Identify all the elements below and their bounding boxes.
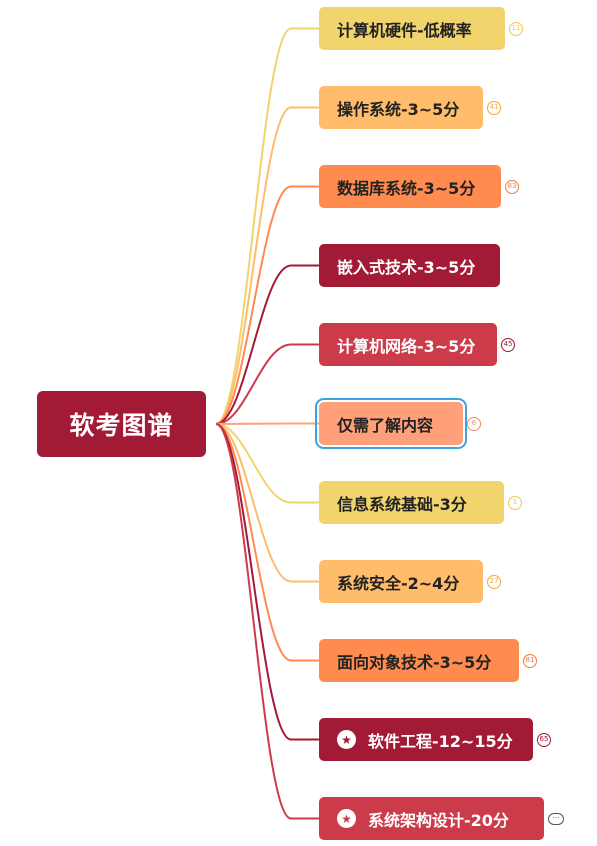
branch-node[interactable]: 信息系统基础-3分 bbox=[319, 481, 504, 524]
branch-node-label: 系统架构设计-20分 bbox=[368, 810, 509, 830]
connector-line bbox=[215, 423, 319, 820]
child-count-badge[interactable]: 27 bbox=[487, 574, 501, 589]
connector-line bbox=[215, 185, 319, 425]
connector-line bbox=[215, 106, 319, 425]
branch-node[interactable]: ★ 软件工程-12~15分 bbox=[319, 718, 533, 761]
star-icon: ★ bbox=[337, 730, 356, 749]
branch-node-label: 计算机网络-3~5分 bbox=[337, 336, 476, 356]
root-node[interactable]: 软考图谱 bbox=[37, 391, 206, 457]
connector-line bbox=[215, 423, 319, 662]
child-count-badge[interactable]: 83 bbox=[505, 179, 519, 194]
connector-line bbox=[215, 423, 319, 504]
connector-line bbox=[215, 423, 319, 583]
connector-line bbox=[215, 27, 319, 425]
connector-line bbox=[215, 343, 319, 425]
branch-node[interactable]: 嵌入式技术-3~5分 bbox=[319, 244, 500, 287]
child-count-badge[interactable]: 65 bbox=[537, 732, 551, 747]
branch-node-label: 面向对象技术-3~5分 bbox=[337, 652, 492, 672]
star-icon: ★ bbox=[337, 809, 356, 828]
child-count-badge[interactable]: 6 bbox=[467, 416, 481, 431]
connector-line bbox=[215, 264, 319, 425]
child-count-badge[interactable]: 81 bbox=[523, 653, 537, 668]
child-count-badge[interactable]: 45 bbox=[501, 337, 515, 352]
branch-node-label: 信息系统基础-3分 bbox=[337, 494, 467, 514]
root-node-label: 软考图谱 bbox=[69, 411, 174, 440]
child-count-badge[interactable]: 11 bbox=[509, 21, 523, 36]
connector-line bbox=[215, 423, 319, 741]
connector-line bbox=[215, 422, 319, 425]
branch-node[interactable]: 操作系统-3~5分 bbox=[319, 86, 483, 129]
child-count-badge[interactable]: ··· bbox=[548, 812, 564, 825]
branch-node-label: 系统安全-2~4分 bbox=[337, 573, 460, 593]
branch-node[interactable]: ★ 系统架构设计-20分 bbox=[319, 797, 544, 840]
branch-node-label: 数据库系统-3~5分 bbox=[337, 178, 476, 198]
branch-node[interactable]: 数据库系统-3~5分 bbox=[319, 165, 501, 208]
child-count-badge[interactable]: 1 bbox=[508, 495, 522, 510]
branch-node[interactable]: 仅需了解内容 bbox=[315, 398, 467, 449]
branch-node[interactable]: 计算机网络-3~5分 bbox=[319, 323, 497, 366]
branch-node-label: 操作系统-3~5分 bbox=[337, 99, 460, 119]
branch-node[interactable]: 面向对象技术-3~5分 bbox=[319, 639, 519, 682]
branch-node[interactable]: 计算机硬件-低概率 bbox=[319, 7, 505, 50]
branch-node-label: 计算机硬件-低概率 bbox=[337, 20, 472, 40]
branch-node-label: 软件工程-12~15分 bbox=[368, 731, 513, 751]
branch-node-label: 仅需了解内容 bbox=[337, 415, 434, 435]
branch-node-label: 嵌入式技术-3~5分 bbox=[337, 257, 476, 277]
child-count-badge[interactable]: 41 bbox=[487, 100, 501, 115]
branch-node[interactable]: 系统安全-2~4分 bbox=[319, 560, 483, 603]
